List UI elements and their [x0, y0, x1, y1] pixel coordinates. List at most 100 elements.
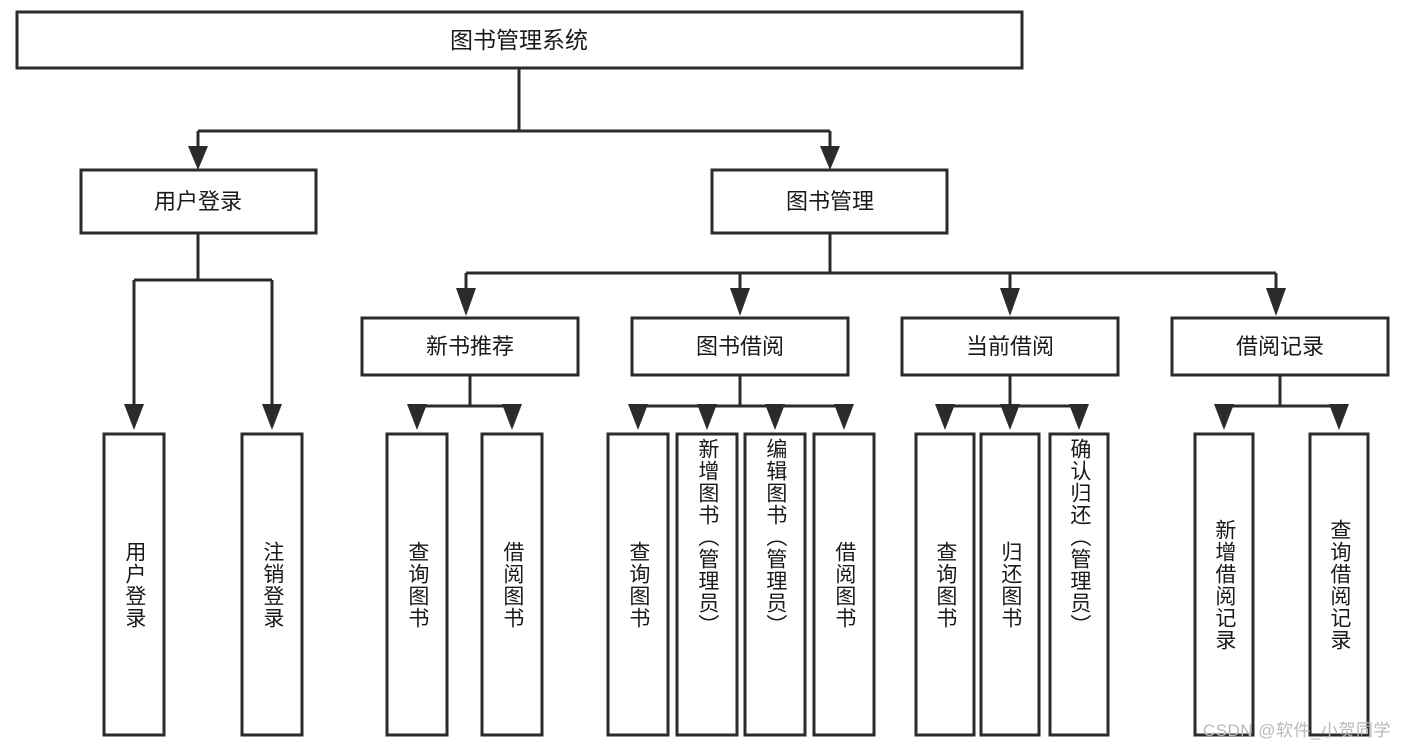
arrowhead-leaf-logout [262, 404, 282, 430]
connector-group-borrowrecord-to-leaves [1214, 375, 1349, 430]
node-root-label: 图书管理系统 [450, 27, 588, 53]
leaf-user-login-label: 用户登录 [122, 540, 146, 629]
leaf-bookborrow-add-book[interactable]: 新增图书（管理员） [675, 432, 739, 737]
leaf-currentborrow-query-book-text-holder: 查询图书 [933, 540, 957, 629]
leaf-currentborrow-query-book[interactable]: 查询图书 [914, 432, 976, 737]
arrowhead-leaf-newbook-2 [502, 404, 522, 430]
leaf-newbook-query-book-text-holder: 查询图书 [405, 540, 429, 629]
leaf-newbook-query-book-label: 查询图书 [405, 540, 429, 629]
node-book-management-label: 图书管理 [786, 189, 874, 214]
node-book-management[interactable]: 图书管理 [710, 168, 949, 235]
leaf-newbook-query-book-box[interactable] [385, 432, 449, 737]
leaf-currentborrow-confirm-return-text-holder: 确认归还（管理员） [1067, 438, 1091, 636]
leaf-newbook-borrow-book-label: 借阅图书 [500, 540, 524, 629]
node-new-book-recommend[interactable]: 新书推荐 [360, 316, 580, 377]
leaf-borrowrecord-add-record-text-holder: 新增借阅记录 [1212, 518, 1236, 651]
leaf-borrowrecord-add-record-label: 新增借阅记录 [1212, 518, 1236, 651]
arrowhead-leaf-newbook-1 [407, 404, 427, 430]
arrowhead-to-new-book-recommend [456, 288, 476, 316]
leaf-currentborrow-confirm-return-label: 确认归还（管理员） [1067, 438, 1091, 636]
leaf-currentborrow-query-book-label: 查询图书 [933, 540, 957, 629]
arrowhead-leaf-bookborrow-3 [765, 404, 785, 430]
arrowhead-leaf-bookborrow-1 [628, 404, 648, 430]
arrowhead-leaf-currentborrow-1 [935, 404, 955, 430]
leaf-bookborrow-edit-book-text-holder: 编辑图书（管理员） [763, 438, 787, 636]
node-book-borrow-box[interactable] [630, 316, 850, 377]
leaf-newbook-borrow-book-text-holder: 借阅图书 [500, 540, 524, 629]
leaf-logout[interactable]: 注销登录 [240, 432, 304, 737]
leaf-bookborrow-query-book-label: 查询图书 [626, 540, 650, 629]
leaf-bookborrow-edit-book-label: 编辑图书（管理员） [763, 438, 787, 636]
leaf-user-login-text-holder: 用户登录 [122, 540, 146, 629]
arrowhead-leaf-currentborrow-3 [1069, 404, 1089, 430]
leaf-currentborrow-return-book-label: 归还图书 [998, 540, 1022, 629]
arrowhead-to-borrow-record [1266, 288, 1286, 316]
leaf-bookborrow-edit-book-box[interactable] [743, 432, 807, 737]
leaf-currentborrow-query-book-box[interactable] [914, 432, 976, 737]
node-book-borrow[interactable]: 图书借阅 [630, 316, 850, 377]
leaf-borrowrecord-query-record-text-holder: 查询借阅记录 [1327, 518, 1351, 651]
leaf-currentborrow-confirm-return-box[interactable] [1048, 432, 1110, 737]
arrowhead-to-user-login [188, 146, 208, 170]
node-book-management-box[interactable] [710, 168, 949, 235]
arrowhead-leaf-borrowrecord-1 [1214, 404, 1234, 430]
leaf-currentborrow-confirm-return[interactable]: 确认归还（管理员） [1048, 432, 1110, 737]
node-root-system[interactable]: 图书管理系统 [15, 10, 1024, 70]
leaf-bookborrow-edit-book[interactable]: 编辑图书（管理员） [743, 432, 807, 737]
leaf-newbook-borrow-book-box[interactable] [480, 432, 544, 737]
leaf-borrowrecord-query-record[interactable]: 查询借阅记录 [1308, 432, 1370, 737]
leaf-newbook-query-book[interactable]: 查询图书 [385, 432, 449, 737]
leaf-borrowrecord-add-record[interactable]: 新增借阅记录 [1193, 432, 1255, 737]
node-user-login-label: 用户登录 [154, 189, 242, 214]
leaf-bookborrow-borrow-book-text-holder: 借阅图书 [832, 540, 856, 629]
node-borrow-record-label: 借阅记录 [1236, 334, 1324, 359]
node-current-borrow-box[interactable] [900, 316, 1120, 377]
node-new-book-recommend-box[interactable] [360, 316, 580, 377]
leaf-logout-text-holder: 注销登录 [260, 540, 284, 629]
connector-group-userlogin-to-leaves [124, 233, 282, 430]
node-book-borrow-label: 图书借阅 [696, 334, 784, 359]
leaf-user-login-box[interactable] [102, 432, 166, 737]
leaf-borrowrecord-query-record-box[interactable] [1308, 432, 1370, 737]
node-user-login-box[interactable] [79, 168, 318, 235]
node-root-box[interactable] [15, 10, 1024, 70]
leaf-borrowrecord-add-record-box[interactable] [1193, 432, 1255, 737]
arrowhead-leaf-borrowrecord-2 [1329, 404, 1349, 430]
leaf-bookborrow-borrow-book-label: 借阅图书 [832, 540, 856, 629]
arrowhead-leaf-user-login [124, 404, 144, 430]
arrowhead-leaf-bookborrow-2 [697, 404, 717, 430]
node-borrow-record[interactable]: 借阅记录 [1170, 316, 1390, 377]
leaf-bookborrow-query-book-text-holder: 查询图书 [626, 540, 650, 629]
node-user-login[interactable]: 用户登录 [79, 168, 318, 235]
leaf-currentborrow-return-book-box[interactable] [979, 432, 1041, 737]
node-new-book-recommend-label: 新书推荐 [426, 334, 514, 359]
leaf-bookborrow-borrow-book[interactable]: 借阅图书 [812, 432, 876, 737]
leaf-borrowrecord-query-record-label: 查询借阅记录 [1327, 518, 1351, 651]
leaf-bookborrow-query-book-box[interactable] [606, 432, 670, 737]
leaf-user-login[interactable]: 用户登录 [102, 432, 166, 737]
leaf-bookborrow-borrow-book-box[interactable] [812, 432, 876, 737]
connector-group-bookmanage-to-level3 [456, 233, 1286, 316]
leaf-bookborrow-add-book-label: 新增图书（管理员） [695, 438, 719, 636]
leaf-bookborrow-query-book[interactable]: 查询图书 [606, 432, 670, 737]
node-current-borrow-label: 当前借阅 [966, 334, 1054, 359]
leaf-bookborrow-add-book-box[interactable] [675, 432, 739, 737]
leaf-newbook-borrow-book[interactable]: 借阅图书 [480, 432, 544, 737]
leaf-currentborrow-return-book-text-holder: 归还图书 [998, 540, 1022, 629]
connector-group-root-to-level2 [188, 68, 840, 170]
arrowhead-leaf-currentborrow-2 [1000, 404, 1020, 430]
leaf-bookborrow-add-book-text-holder: 新增图书（管理员） [695, 438, 719, 636]
arrowhead-to-book-borrow [730, 288, 750, 316]
arrowhead-to-book-manage [820, 146, 840, 170]
leaf-logout-box[interactable] [240, 432, 304, 737]
node-borrow-record-box[interactable] [1170, 316, 1390, 377]
leaf-currentborrow-return-book[interactable]: 归还图书 [979, 432, 1041, 737]
connector-group-bookborrow-to-leaves [628, 375, 854, 430]
arrowhead-to-current-borrow [1000, 288, 1020, 316]
leaf-logout-label: 注销登录 [260, 540, 284, 629]
arrowhead-leaf-bookborrow-4 [834, 404, 854, 430]
connector-group-newbook-to-leaves [407, 375, 522, 430]
node-current-borrow[interactable]: 当前借阅 [900, 316, 1120, 377]
